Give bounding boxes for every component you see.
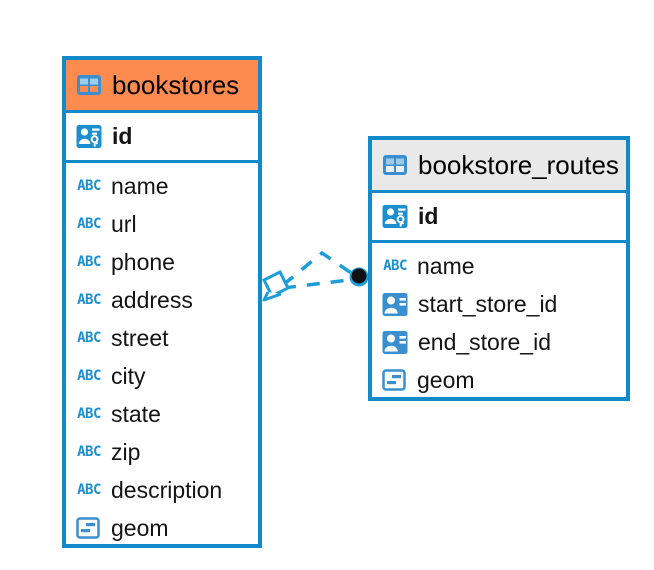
column-row-state[interactable]: ABC state bbox=[76, 395, 250, 433]
column-name: name bbox=[417, 252, 475, 279]
column-row-name[interactable]: ABC name bbox=[382, 247, 618, 285]
filled-circle-endpoint bbox=[349, 267, 369, 287]
relationship-branch-lower bbox=[282, 277, 358, 290]
column-row-street[interactable]: ABC street bbox=[76, 319, 250, 357]
column-name: end_store_id bbox=[418, 328, 551, 355]
column-list-bookstores: ABC name ABC url ABC phone ABC address A… bbox=[66, 163, 258, 553]
column-name: url bbox=[111, 210, 137, 237]
foreign-key-icon bbox=[382, 330, 408, 354]
column-row-id[interactable]: id bbox=[372, 193, 626, 243]
column-name: state bbox=[111, 400, 161, 427]
entity-header-bookstore-routes[interactable]: bookstore_routes bbox=[372, 140, 626, 193]
entity-title: bookstore_routes bbox=[418, 150, 619, 180]
column-row-geom[interactable]: geom bbox=[76, 509, 250, 547]
column-name: id bbox=[112, 123, 133, 149]
text-type-icon: ABC bbox=[77, 216, 101, 232]
entity-bookstores[interactable]: bookstores id ABC name ABC url bbox=[62, 56, 262, 548]
column-name: id bbox=[418, 203, 439, 229]
column-row-phone[interactable]: ABC phone bbox=[76, 243, 250, 281]
text-type-icon: ABC bbox=[383, 258, 407, 274]
geometry-type-icon bbox=[76, 517, 100, 539]
column-row-end-store-id[interactable]: end_store_id bbox=[382, 323, 618, 361]
table-icon bbox=[383, 155, 407, 175]
column-name: address bbox=[111, 286, 193, 313]
primary-key-icon bbox=[382, 205, 408, 228]
column-row-name[interactable]: ABC name bbox=[76, 167, 250, 205]
text-type-icon: ABC bbox=[77, 330, 101, 346]
column-name: phone bbox=[111, 248, 175, 275]
column-row-zip[interactable]: ABC zip bbox=[76, 433, 250, 471]
relationship-branch-upper bbox=[281, 250, 358, 287]
text-type-icon: ABC bbox=[77, 178, 101, 194]
text-type-icon: ABC bbox=[77, 254, 101, 270]
column-row-start-store-id[interactable]: start_store_id bbox=[382, 285, 618, 323]
text-type-icon: ABC bbox=[77, 406, 101, 422]
column-list-bookstore-routes: ABC name start_store_id bbox=[372, 243, 626, 405]
column-row-geom[interactable]: geom bbox=[382, 361, 618, 399]
entity-bookstore-routes[interactable]: bookstore_routes id ABC name bbox=[368, 136, 630, 401]
column-row-url[interactable]: ABC url bbox=[76, 205, 250, 243]
column-row-description[interactable]: ABC description bbox=[76, 471, 250, 509]
column-name: street bbox=[111, 324, 169, 351]
entity-title: bookstores bbox=[112, 70, 240, 100]
geometry-type-icon bbox=[382, 369, 406, 391]
column-row-address[interactable]: ABC address bbox=[76, 281, 250, 319]
column-row-id[interactable]: id bbox=[66, 113, 258, 163]
column-name: geom bbox=[111, 514, 169, 541]
foreign-key-icon bbox=[382, 292, 408, 316]
entity-header-bookstores[interactable]: bookstores bbox=[66, 60, 258, 113]
text-type-icon: ABC bbox=[77, 292, 101, 308]
column-name: description bbox=[111, 476, 223, 503]
column-row-city[interactable]: ABC city bbox=[76, 357, 250, 395]
column-name: start_store_id bbox=[418, 290, 558, 317]
column-name: city bbox=[111, 362, 146, 389]
text-type-icon: ABC bbox=[77, 444, 101, 460]
column-name: geom bbox=[417, 366, 475, 393]
diamond-open-endpoint bbox=[261, 269, 291, 302]
text-type-icon: ABC bbox=[77, 482, 101, 498]
text-type-icon: ABC bbox=[77, 368, 101, 384]
column-name: zip bbox=[111, 438, 141, 465]
primary-key-icon bbox=[76, 125, 102, 148]
table-icon bbox=[77, 75, 101, 95]
column-name: name bbox=[111, 172, 169, 199]
